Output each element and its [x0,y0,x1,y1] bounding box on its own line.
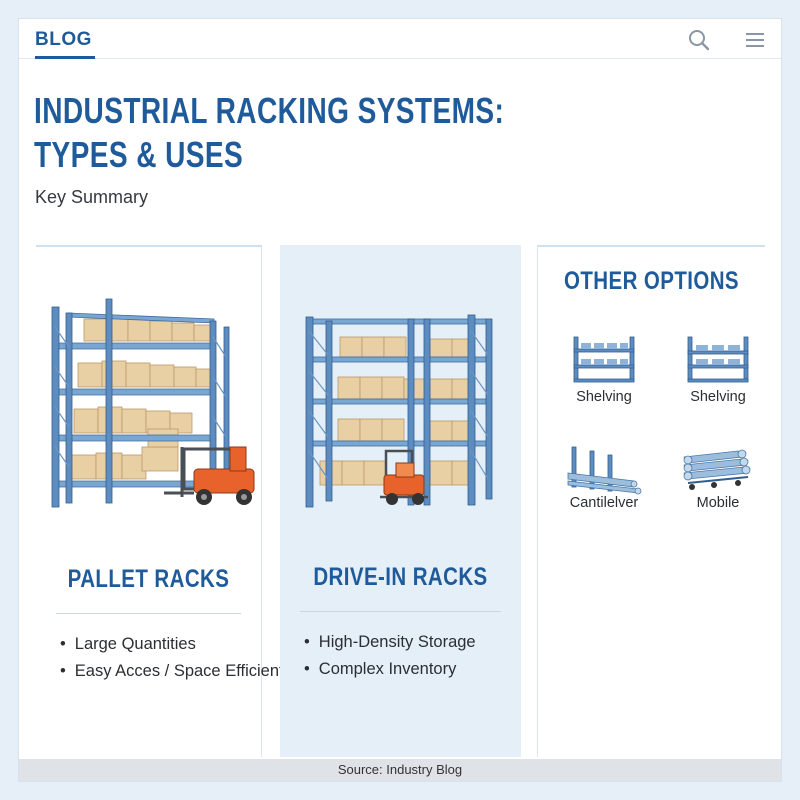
list-item: Easy Acces / Space Efficient [60,658,284,685]
option-label-mobile: Mobile [696,495,740,511]
hamburger-menu-icon[interactable] [743,28,767,52]
drive-in-rack-illustration [305,314,493,508]
drive-in-racks-column: DRIVE-IN RACKS High-Density Storage Comp… [280,245,521,757]
drive-in-racks-bullets: High-Density Storage Complex Inventory [304,629,476,683]
source-footer: Source: Industry Blog [19,759,781,781]
pallet-racks-bullets: Large Quantities Easy Acces / Space Effi… [60,631,284,685]
shelving-icon [554,335,654,388]
key-summary-heading: Key Summary [35,187,149,207]
mobile-rack-icon [668,443,768,500]
pallet-racks-column: PALLET RACKS Large Quantities Easy Acces… [36,245,284,757]
cantilever-rack-icon [554,443,654,500]
blog-card: BLOG INDUSTRIAL RACKING SYSTEMS: TYPES &… [18,18,782,782]
option-label-shelving: Shelving [576,389,632,405]
top-bar: BLOG [19,19,781,59]
list-item: Large Quantities [60,631,284,658]
pallet-racks-divider [56,613,241,614]
blog-tab[interactable]: BLOG [35,29,92,50]
option-label-shelving: Shelving [690,389,746,405]
pallet-rack-forklift-illustration [51,298,255,508]
shelving-icon [668,335,768,388]
page-title: INDUSTRIAL RACKING SYSTEMS: TYPES & USES [34,89,533,177]
blog-tab-underline [35,56,95,59]
pallet-racks-title: PALLET RACKS [67,565,230,593]
search-icon[interactable] [687,28,711,52]
drive-in-racks-divider [300,611,501,612]
list-item: High-Density Storage [304,629,476,656]
page-title-line1: INDUSTRIAL RACKING SYSTEMS: [34,90,505,131]
option-label-cantilever: Cantilelver [569,495,639,511]
other-options-column: OTHER OPTIONS Shelving Shelving Cantilel… [537,245,765,757]
list-item: Complex Inventory [304,656,476,683]
drive-in-racks-title: DRIVE-IN RACKS [313,563,488,591]
other-options-title: OTHER OPTIONS [563,267,740,295]
page-title-line2: TYPES & USES [34,134,244,175]
